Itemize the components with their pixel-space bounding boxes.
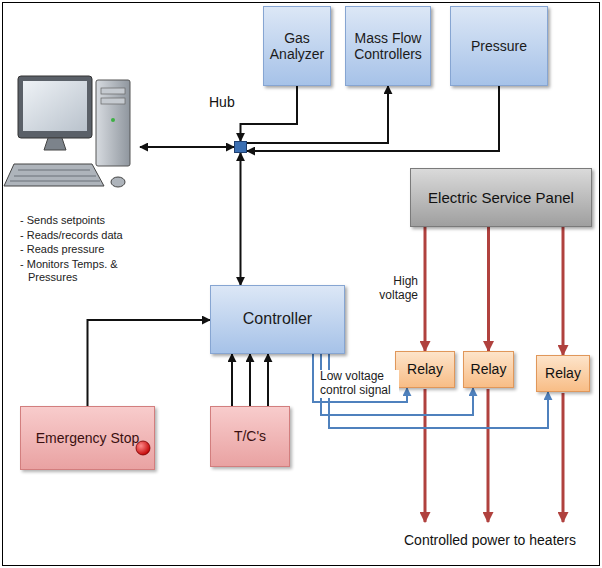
box-label: Electric Service Panel xyxy=(428,189,574,206)
data-line xyxy=(140,146,234,148)
monitor-screen xyxy=(23,81,87,131)
box-label: Emergency Stop xyxy=(36,430,140,446)
keyboard-keys xyxy=(10,170,100,181)
power-line xyxy=(562,227,565,355)
computer-illustration xyxy=(4,76,130,187)
line-label: Low voltage control signal xyxy=(319,370,399,398)
box-label: Relay xyxy=(407,361,443,377)
data-line xyxy=(267,354,269,406)
tower-case xyxy=(96,80,130,166)
hub-label: Hub xyxy=(209,94,235,110)
relay-box: Relay xyxy=(536,355,590,392)
power-light xyxy=(111,118,115,122)
thermocouple-box: T/C's xyxy=(210,406,290,467)
data-line xyxy=(249,354,251,406)
device-box: Mass Flow Controllers xyxy=(345,6,431,86)
drive-bay xyxy=(101,88,125,94)
box-label: Relay xyxy=(471,361,507,377)
box-label: Controller xyxy=(243,310,312,328)
emergency-stop-box: Emergency Stop xyxy=(20,406,155,470)
data-line xyxy=(88,320,211,406)
power-line xyxy=(487,227,490,351)
controller-box: Controller xyxy=(210,285,345,354)
stop-button xyxy=(136,441,150,455)
monitor-frame xyxy=(18,76,92,138)
task-note: - Sends setpoints xyxy=(20,214,105,227)
power-arrow xyxy=(487,389,490,522)
service-panel: Electric Service Panel xyxy=(410,168,592,227)
monitor-stand xyxy=(44,138,66,150)
data-line xyxy=(240,153,242,285)
box-label: Pressure xyxy=(471,38,527,54)
hub-box: Hub xyxy=(234,141,247,153)
device-box: Gas Analyzer xyxy=(263,6,331,86)
line-label: High voltage xyxy=(371,275,419,303)
heater-power-arrows xyxy=(425,389,563,522)
figure-frame xyxy=(3,3,600,566)
box-label: Mass Flow Controllers xyxy=(351,30,425,62)
control-signal-line xyxy=(313,354,407,402)
data-line xyxy=(247,86,499,151)
device-box: Pressure xyxy=(450,6,548,86)
drive-bay xyxy=(101,98,125,104)
power-line xyxy=(424,227,427,351)
power-arrow xyxy=(562,393,565,522)
computer-node: - Sends setpoints - Reads/records data- R… xyxy=(8,70,140,285)
task-note: - Reads/records data xyxy=(20,229,123,242)
box-label: Relay xyxy=(545,365,581,381)
relay-box: Relay xyxy=(395,351,455,388)
power-arrow xyxy=(424,389,427,522)
data-line xyxy=(231,354,233,406)
data-line xyxy=(247,86,388,143)
box-label: T/C's xyxy=(234,428,266,444)
task-note: - Monitors Temps. & Pressures xyxy=(20,258,140,283)
task-note: - Reads pressure xyxy=(20,243,104,256)
box-label: Gas Analyzer xyxy=(269,30,325,62)
relay-box: Relay xyxy=(463,351,514,388)
data-line xyxy=(241,86,298,141)
mouse xyxy=(111,177,125,187)
keyboard xyxy=(4,164,104,186)
output-label: Controlled power to heaters xyxy=(404,532,576,548)
